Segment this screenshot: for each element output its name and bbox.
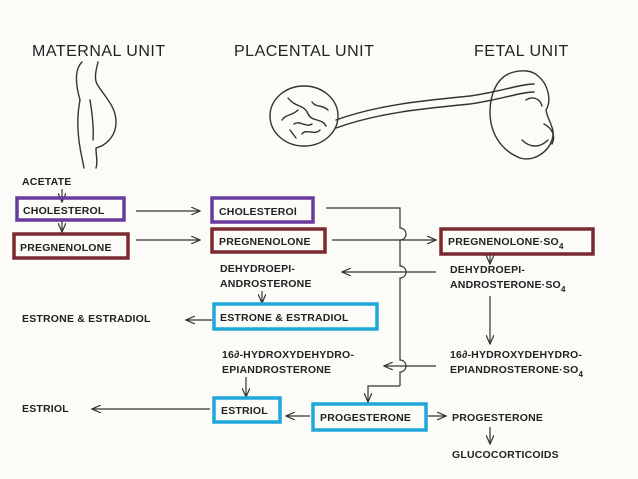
umbilical-cord <box>335 83 535 129</box>
placental-cholesterol-box <box>210 196 315 224</box>
placental-progesterone-box <box>311 402 428 432</box>
fetal-oh-dhea-line2: EPIANDROSTERONE·SO4 <box>450 364 583 379</box>
fetal-oh-dhea-line1: 16∂-HYDROXYDEHYDRO- <box>450 349 582 361</box>
placental-estrone-estradiol: ESTRONE & ESTRADIOL <box>220 312 349 324</box>
header-fetal-unit: FETAL UNIT <box>474 43 569 60</box>
fetal-dhea-line2: ANDROSTERONE·SO4 <box>450 279 566 294</box>
placental-estriol-box <box>212 396 282 424</box>
placental-dhea-line2: ANDROSTERONE <box>220 278 312 290</box>
placental-progesterone: PROGESTERONE <box>320 412 411 424</box>
header-placental-unit: PLACENTAL UNIT <box>234 43 374 60</box>
maternal-cholesterol: CHOLESTEROL <box>23 205 105 217</box>
maternal-pregnenolone-box <box>12 232 130 260</box>
placental-cholesterol: CHOLESTEROl <box>219 206 297 218</box>
placental-pregnenolone-box <box>210 227 327 254</box>
header-maternal-unit: MATERNAL UNIT <box>32 43 166 60</box>
maternal-cholesterol-box <box>15 196 126 222</box>
placental-estriol: ESTRIOL <box>221 405 268 417</box>
placental-oh-dhea-line2: EPIANDROSTERONE <box>222 364 331 376</box>
maternal-pregnenolone: PREGNENOLONE <box>20 242 112 254</box>
fetal-pregnenolone-so4-box <box>439 227 595 256</box>
placental-dhea-line1: DEHYDROEPI- <box>220 263 295 275</box>
placental-estrone-estradiol-box <box>212 302 379 331</box>
placenta-illustration <box>269 85 339 147</box>
placental-oh-dhea-line1: 16∂-HYDROXYDEHYDRO- <box>222 349 354 361</box>
maternal-acetate: ACETATE <box>22 176 71 188</box>
fetal-dhea-line1: DEHYDROEPI- <box>450 264 525 276</box>
maternal-estriol: ESTRIOL <box>22 403 69 415</box>
fetus-illustration <box>489 70 555 160</box>
placental-pregnenolone: PREGNENOLONE <box>219 236 311 248</box>
fetal-glucocorticoids: GLUCOCORTICOIDS <box>452 449 559 461</box>
arrow-to-placental-progesterone <box>368 385 400 402</box>
pregnant-woman-illustration <box>75 61 117 169</box>
maternal-estrone-estradiol: ESTRONE & ESTRADIOL <box>22 313 151 325</box>
fetal-progesterone: PROGESTERONE <box>452 412 543 424</box>
fetal-pregnenolone-so4: PREGNENOLONE·SO4 <box>448 236 564 251</box>
